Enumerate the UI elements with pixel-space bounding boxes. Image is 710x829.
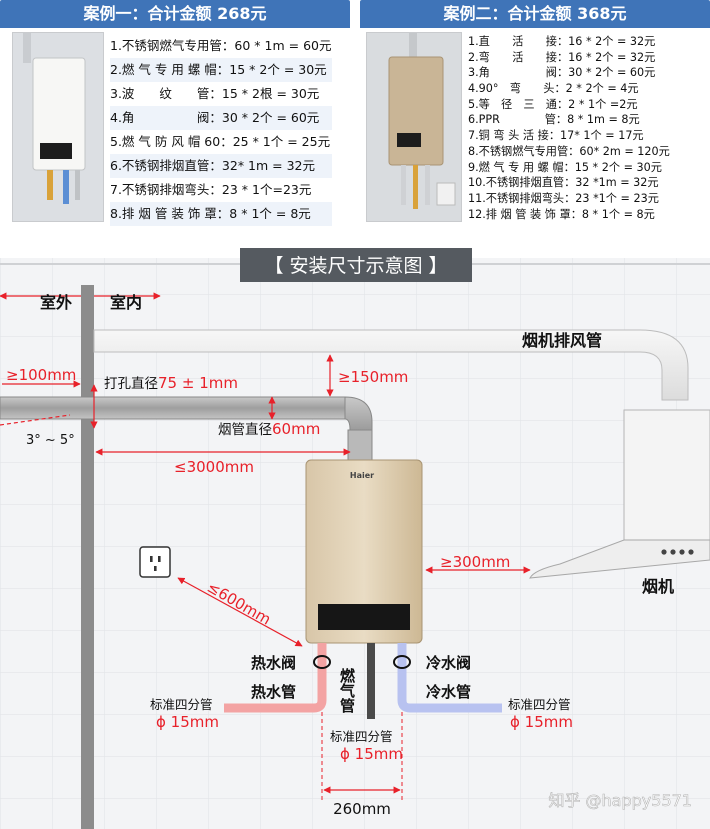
label-gas-pipe: 燃气管 bbox=[338, 667, 356, 713]
wall bbox=[81, 285, 94, 829]
list-item: 5.燃 气 防 风 帽 60：25 * 1个 = 25元 bbox=[110, 134, 331, 149]
label-std-pipe-center: 标准四分管 bbox=[330, 729, 393, 744]
power-socket bbox=[139, 546, 171, 578]
list-item: 2.弯 活 接：16 * 2个 = 32元 bbox=[468, 50, 656, 64]
hot-water-pipe bbox=[224, 643, 327, 713]
dim-slope: 3° ~ 5° bbox=[26, 433, 75, 448]
flue-pipe bbox=[0, 396, 346, 420]
list-item: 12.排 烟 管 装 饰 罩：8 * 1个 = 8元 bbox=[468, 207, 655, 221]
install-diagram: 【 安装尺寸示意图 】 室外 室内 烟机排风管 烟机 ≥100mm 3° ~ 5… bbox=[0, 248, 710, 829]
list-item: 4.90° 弯 头：2 * 2个 = 4元 bbox=[468, 82, 639, 96]
label-std-pipe-right: 标准四分管 bbox=[508, 697, 571, 712]
case-two-title: 案例二：合计金额 368元 bbox=[360, 0, 710, 28]
cold-water-pipe bbox=[397, 643, 502, 713]
list-item: 1.直 活 接：16 * 2个 = 32元 bbox=[468, 35, 656, 48]
case-two-panel: 案例二：合计金额 368元 1.直 活 接：16 * 2个 = 32元 2.弯 … bbox=[360, 0, 710, 228]
list-item: 7.铜 弯 头 活 接：17* 1个 = 17元 bbox=[468, 129, 644, 143]
hot-water-valve bbox=[313, 655, 331, 669]
gas-pipe bbox=[367, 643, 375, 719]
hood-exhaust-duct bbox=[93, 329, 689, 401]
case-one-title: 案例一：合计金额 268元 bbox=[0, 0, 350, 28]
list-item: 11.不锈钢排烟弯头：23 *1个 = 23元 bbox=[468, 191, 659, 205]
list-item: 3.角 阀：30 * 2个 = 60元 bbox=[468, 66, 656, 80]
case-one-panel: 案例一：合计金额 268元 1.不锈钢燃气专用管：60 * 1m = 60元 2… bbox=[0, 0, 350, 228]
label-diam-center: ϕ 15mm bbox=[340, 745, 403, 763]
heater-display bbox=[318, 604, 410, 630]
label-cold-valve: 冷水阀 bbox=[426, 654, 471, 672]
case-two-list: 1.直 活 接：16 * 2个 = 32元 2.弯 活 接：16 * 2个 = … bbox=[468, 34, 670, 222]
heater-brand-logo: Haier bbox=[350, 471, 374, 480]
list-item: 5.等 径 三 通：2 * 1个 =2元 bbox=[468, 97, 638, 111]
cold-water-valve bbox=[393, 655, 411, 669]
dim-260mm: 260mm bbox=[333, 800, 391, 818]
watermark: 知乎 @happy5571 bbox=[548, 791, 692, 810]
label-std-pipe-left: 标准四分管 bbox=[150, 697, 213, 712]
label-diam-left: ϕ 15mm bbox=[156, 713, 219, 731]
case-one-list: 1.不锈钢燃气专用管：60 * 1m = 60元 2.燃 气 专 用 螺 帽：1… bbox=[110, 34, 332, 226]
dim-3000mm: ≤3000mm bbox=[174, 458, 254, 476]
list-item: 9.燃 气 专 用 螺 帽：15 * 2个 = 30元 bbox=[468, 160, 662, 174]
water-heater bbox=[305, 459, 423, 644]
case-one-photo bbox=[12, 32, 104, 222]
list-item: 3.波 纹 管：15 * 2根 = 30元 bbox=[110, 86, 320, 101]
list-item: 6.PPR 管：8 * 1m = 8元 bbox=[468, 113, 640, 127]
label-hood-duct: 烟机排风管 bbox=[522, 331, 602, 350]
diagram-title: 【 安装尺寸示意图 】 bbox=[264, 255, 447, 277]
dim-150mm: ≥150mm bbox=[338, 368, 408, 386]
list-item: 1.不锈钢燃气专用管：60 * 1m = 60元 bbox=[110, 38, 332, 53]
label-pipe-diameter: 烟管直径60mm bbox=[218, 420, 320, 438]
label-cold-pipe: 冷水管 bbox=[426, 683, 471, 701]
dim-300mm: ≥300mm bbox=[440, 553, 510, 571]
label-indoor: 室内 bbox=[110, 293, 142, 312]
list-item: 7.不锈钢排烟弯头：23 * 1个=23元 bbox=[110, 182, 312, 197]
dim-100mm: ≥100mm bbox=[6, 366, 76, 384]
list-item: 8.不锈钢燃气专用管：60* 2m = 120元 bbox=[468, 144, 670, 158]
label-hole-diameter: 打孔直径75 ± 1mm bbox=[104, 374, 238, 392]
label-range-hood: 烟机 bbox=[642, 577, 674, 596]
list-item: 10.不锈钢排烟直管：32 *1m = 32元 bbox=[468, 176, 659, 190]
case-two-photo bbox=[366, 32, 462, 222]
list-item: 8.排 烟 管 装 饰 罩：8 * 1个 = 8元 bbox=[110, 202, 332, 226]
list-item: 6.不锈钢排烟直管：32* 1m = 32元 bbox=[110, 154, 332, 178]
list-item: 2.燃 气 专 用 螺 帽：15 * 2个 = 30元 bbox=[110, 58, 332, 82]
label-hot-pipe: 热水管 bbox=[251, 683, 296, 701]
label-hot-valve: 热水阀 bbox=[251, 654, 296, 672]
label-diam-right: ϕ 15mm bbox=[510, 713, 573, 731]
label-outdoor: 室外 bbox=[40, 293, 72, 312]
list-item: 4.角 阀：30 * 2个 = 60元 bbox=[110, 106, 332, 130]
range-hood bbox=[623, 409, 710, 541]
